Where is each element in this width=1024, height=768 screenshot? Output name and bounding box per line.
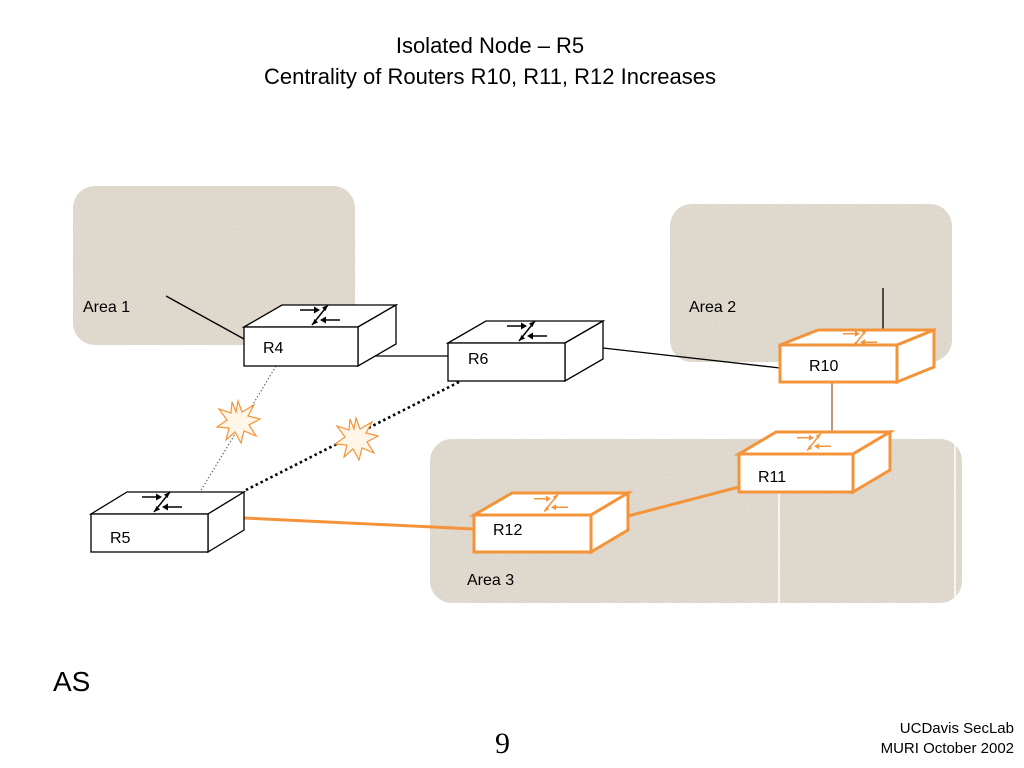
area-3-label: Area 3 — [467, 572, 514, 589]
links — [165, 288, 884, 531]
router-r11[interactable]: R11 — [733, 429, 896, 495]
link-r6-r10 — [602, 347, 781, 369]
router-r6-label: R6 — [468, 351, 489, 368]
router-r5-label: R5 — [110, 530, 131, 547]
link-area1-r4 — [165, 295, 245, 340]
footer: UCDavis SecLab MURI October 2002 — [881, 719, 1014, 759]
router-r4[interactable]: R4 — [241, 303, 399, 368]
router-arrows-icon — [796, 433, 832, 451]
router-arrows-icon — [507, 320, 547, 342]
explosion-burst-icon — [215, 398, 262, 445]
link-r5-r12 — [243, 516, 475, 531]
router-r12[interactable]: R12 — [468, 490, 634, 555]
title-line-2: Centrality of Routers R10, R11, R12 Incr… — [263, 64, 717, 89]
router-r5[interactable]: R5 — [88, 490, 247, 554]
area-2 — [670, 204, 952, 362]
failed-link-r6-r5 — [245, 380, 460, 492]
router-r10[interactable]: R10 — [778, 327, 936, 385]
router-r6[interactable]: R6 — [445, 319, 606, 383]
area-2-label: Area 2 — [689, 299, 736, 316]
router-arrows-icon — [142, 491, 182, 513]
page-number: 9 — [495, 727, 510, 760]
router-arrows-icon — [533, 494, 569, 512]
router-r11-label: R11 — [758, 469, 786, 486]
footer-line-1: UCDavis SecLab — [899, 720, 1014, 737]
area-1-label: Area 1 — [83, 299, 130, 316]
title-line-1: Isolated Node – R5 — [395, 33, 585, 58]
as-label: AS — [53, 666, 91, 697]
link-r12-r11 — [627, 485, 740, 518]
router-arrows-icon — [842, 329, 878, 347]
router-r4-label: R4 — [263, 340, 284, 357]
router-r12-label: R12 — [493, 522, 522, 539]
slide-title: Isolated Node – R5 Centrality of Routers… — [0, 30, 980, 92]
explosion-burst-icon — [333, 415, 380, 462]
footer-line-2: MURI October 2002 — [880, 740, 1014, 757]
router-r10-label: R10 — [809, 358, 838, 375]
router-arrows-icon — [300, 304, 340, 326]
